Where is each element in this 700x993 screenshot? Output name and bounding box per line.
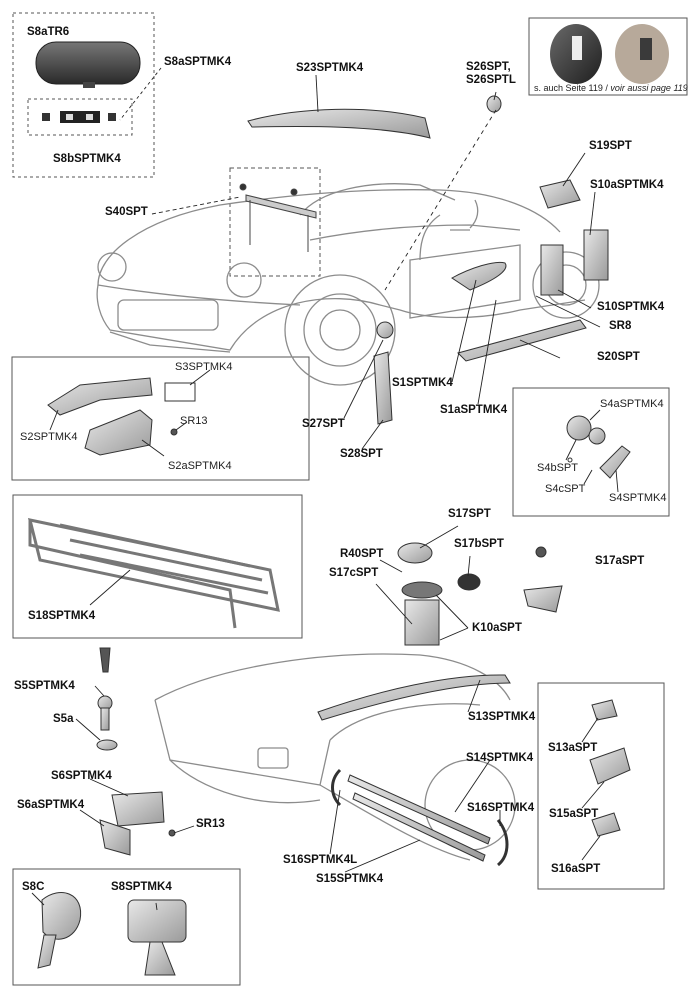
note-text-italic: voir aussi page 119 <box>610 83 688 93</box>
inset-box-luggage-rack <box>12 494 303 639</box>
trim-clip-icon <box>589 699 631 837</box>
window-winder-icon <box>566 415 631 479</box>
label-s4bspt: S4bSPT <box>537 462 578 474</box>
label-s23sptmk4: S23SPTMK4 <box>296 62 364 74</box>
label-s20spt: S20SPT <box>597 351 640 363</box>
label-s17cspt: S17cSPT <box>329 567 379 579</box>
door-handle-icon <box>451 261 507 291</box>
label-s27spt: S27SPT <box>302 418 345 430</box>
car-rear-outline-icon <box>154 653 516 861</box>
label-s8bsptmk4: S8bSPTMK4 <box>53 153 121 165</box>
label-s17spt: S17SPT <box>448 508 491 520</box>
inset-box-gear-knobs <box>528 17 688 96</box>
inset-box-window-winder <box>512 387 670 517</box>
label-s8c: S8C <box>22 881 45 893</box>
inset-box-mirror <box>12 12 155 178</box>
luggage-rack-icon <box>27 518 280 629</box>
inset-box-screen-frame <box>229 167 321 277</box>
label-s4asptmk4: S4aSPTMK4 <box>600 398 664 410</box>
label-s10sptmk4: S10SPTMK4 <box>597 301 665 313</box>
label-k10aspt: K10aSPT <box>472 622 522 634</box>
windscreen-trim-icon <box>247 108 431 139</box>
label-s1asptmk4: S1aSPTMK4 <box>440 404 508 416</box>
label-s8asptmk4: S8aSPTMK4 <box>164 56 232 68</box>
trim-strips-icon <box>317 674 511 867</box>
label-s19spt: S19SPT <box>589 140 632 152</box>
label-s2asptmk4: S2aSPTMK4 <box>168 460 232 472</box>
label-sr13-a: SR13 <box>180 415 208 427</box>
label-s5sptmk4: S5SPTMK4 <box>14 680 75 692</box>
label-s26spt-line1: S26SPT, <box>466 61 511 73</box>
leader-lines <box>31 67 619 911</box>
label-s16aspt: S16aSPT <box>551 863 601 875</box>
label-s26spt-line2: S26SPTL <box>466 74 516 86</box>
label-s17aspt: S17aSPT <box>595 555 645 567</box>
screen-frame-icon <box>239 183 317 252</box>
note-text-plain: s. auch Seite 119 / <box>534 83 608 93</box>
car-outline-icon <box>96 183 600 386</box>
label-s16sptmk4-right: S16SPTMK4 <box>467 802 535 814</box>
label-r40spt: R40SPT <box>340 548 384 560</box>
label-sr8: SR8 <box>609 320 632 332</box>
label-s2sptmk4: S2SPTMK4 <box>20 431 78 443</box>
inset-box-door-handles <box>11 356 310 481</box>
label-s17bspt: S17bSPT <box>454 538 504 550</box>
label-s15sptmk4: S15SPTMK4 <box>316 873 384 885</box>
inset-box-mirror-pad <box>27 98 133 136</box>
gear-knob-dark-icon <box>550 24 602 84</box>
label-s4cspt: S4cSPT <box>545 483 586 495</box>
inset-box-door-mirrors <box>12 868 241 986</box>
label-s14sptmk4: S14SPTMK4 <box>466 752 534 764</box>
label-s28spt: S28SPT <box>340 448 383 460</box>
interior-handle-icon <box>47 377 196 456</box>
label-s10asptmk4: S10aSPTMK4 <box>590 179 664 191</box>
inset-box-trim-clips <box>537 682 665 890</box>
label-s6sptmk4: S6SPTMK4 <box>51 770 112 782</box>
label-s15aspt: S15aSPT <box>549 808 599 820</box>
mirror-pad-icon <box>42 111 116 123</box>
boot-lock-icon <box>96 647 176 856</box>
door-mirror-rect-icon <box>127 899 187 976</box>
fuel-door-icon <box>373 321 394 425</box>
label-s13aspt: S13aSPT <box>548 742 598 754</box>
label-s4sptmk4: S4SPTMK4 <box>609 492 667 504</box>
gear-knob-small-icon <box>486 95 502 113</box>
cross-reference-note: s. auch Seite 119 / voir aussi page 119 <box>534 83 688 93</box>
label-s16sptmk4l: S16SPTMK4L <box>283 854 358 866</box>
label-s40spt: S40SPT <box>105 206 148 218</box>
label-s8atr6: S8aTR6 <box>27 26 70 38</box>
label-sr13-b: SR13 <box>196 818 225 830</box>
fuel-filler-icon <box>397 542 563 646</box>
door-hinge-icon <box>539 179 609 296</box>
label-s6asptmk4: S6aSPTMK4 <box>17 799 85 811</box>
rear-view-mirror-icon <box>35 41 141 88</box>
label-s5a: S5a <box>53 713 74 725</box>
label-s18sptmk4: S18SPTMK4 <box>28 610 96 622</box>
label-s3sptmk4: S3SPTMK4 <box>175 361 233 373</box>
label-s13sptmk4: S13SPTMK4 <box>468 711 536 723</box>
door-mirror-round-icon <box>37 892 82 969</box>
label-s1sptmk4: S1SPTMK4 <box>392 377 453 389</box>
label-s8sptmk4: S8SPTMK4 <box>111 881 172 893</box>
gear-knob-wood-icon <box>615 24 669 84</box>
